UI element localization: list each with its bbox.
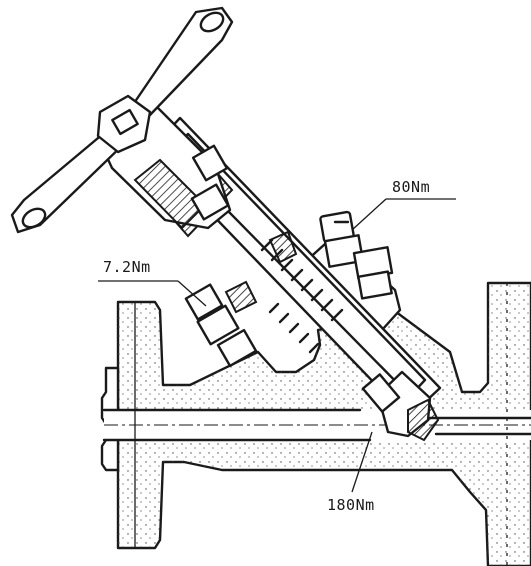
gland-hatch [268, 230, 298, 264]
handwheel [10, 6, 234, 234]
bonnet-bolt-upper [319, 210, 365, 268]
disc-nut [361, 373, 401, 413]
valve-body [100, 281, 531, 566]
callout-7-2-leader [177, 280, 207, 307]
torque-label-80nm: 80Nm [392, 178, 430, 196]
gland-bolt-head [184, 283, 224, 321]
callout-seat-torque: 180Nm [327, 431, 375, 514]
handwheel-nut [111, 108, 139, 136]
callout-bonnet-torque: 80Nm [351, 178, 456, 231]
bonnet-assembly [303, 210, 402, 332]
torque-label-180nm: 180Nm [327, 496, 375, 514]
gland-bolt-nut [196, 304, 240, 346]
callout-80-leader [351, 198, 387, 231]
torque-label-7-2nm: 7.2Nm [103, 258, 151, 276]
callout-180-leader [351, 431, 373, 493]
gland-bolt [184, 283, 258, 368]
bonnet-bolt-lower [352, 246, 394, 300]
packing-spring [260, 238, 344, 354]
seat-disc [361, 370, 440, 442]
gland-bolt-washer [216, 328, 258, 368]
callout-gland-torque: 7.2Nm [98, 258, 207, 307]
seat-ring-hatch [407, 398, 440, 442]
yoke-lower-nut [190, 183, 230, 221]
yoke-nut [191, 144, 229, 182]
handwheel-grip-upper [199, 11, 225, 33]
handwheel-grip-lower [21, 207, 47, 229]
gland-hatch-lower [224, 280, 258, 314]
